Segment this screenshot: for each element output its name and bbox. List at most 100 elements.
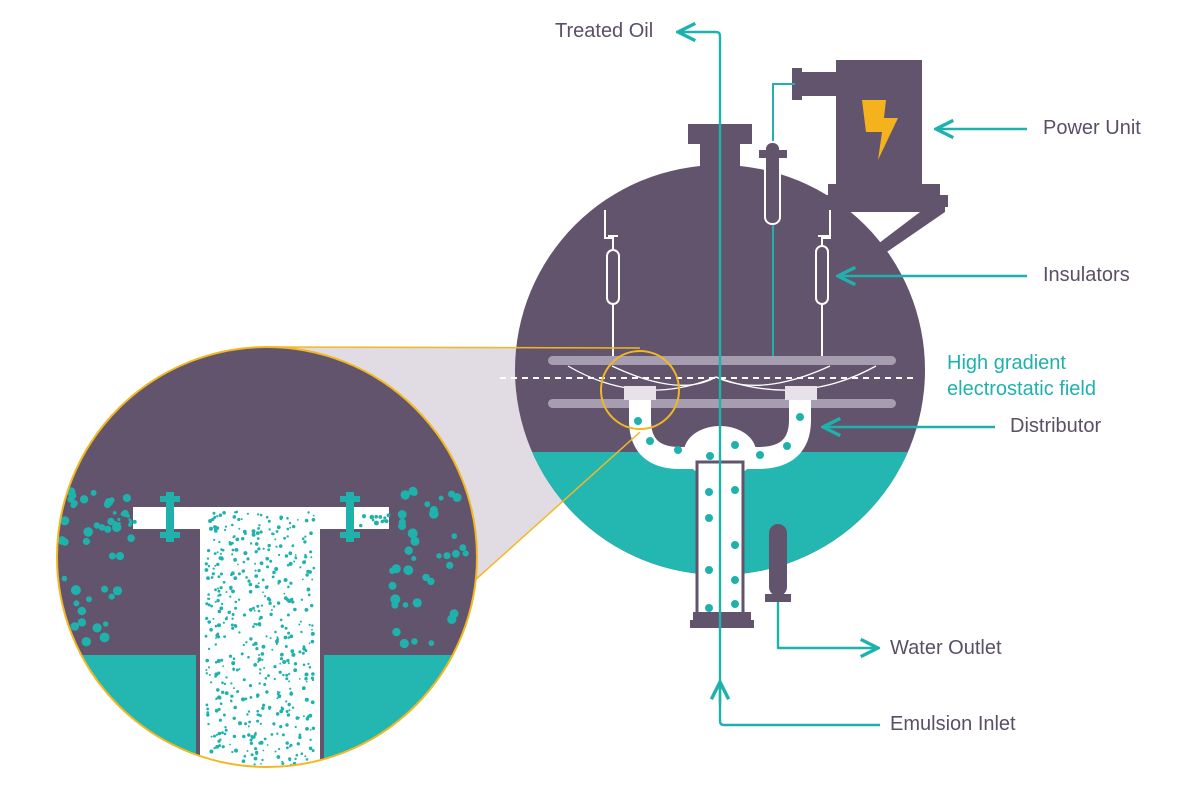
droplet [285, 723, 289, 727]
label-treated-oil: Treated Oil [555, 20, 654, 42]
droplet [229, 743, 232, 746]
droplet [260, 604, 263, 607]
droplet [255, 623, 258, 626]
droplet [204, 634, 208, 638]
droplet [436, 553, 442, 559]
droplet [311, 578, 314, 581]
droplet [99, 632, 110, 643]
droplet [225, 591, 228, 593]
droplet [238, 721, 242, 726]
droplet [412, 598, 422, 608]
droplet [240, 652, 244, 656]
droplet [213, 525, 217, 529]
droplet [207, 603, 211, 607]
droplet [245, 641, 248, 644]
droplet [248, 608, 253, 612]
droplet [277, 690, 279, 693]
droplet [207, 593, 210, 596]
droplet [115, 552, 125, 561]
droplet [308, 642, 311, 645]
droplet [265, 515, 269, 519]
label-insulators: Insulators [1043, 264, 1130, 286]
droplet [286, 517, 289, 520]
droplet [235, 537, 240, 542]
droplet [371, 518, 375, 522]
droplet [223, 732, 227, 736]
droplet [248, 720, 252, 724]
droplet [101, 585, 109, 593]
droplet [274, 538, 277, 541]
droplet [307, 593, 311, 597]
droplet [77, 618, 87, 627]
droplet [207, 647, 211, 651]
droplet [271, 532, 274, 536]
droplet [231, 589, 235, 594]
droplet [429, 509, 439, 519]
droplet [222, 713, 226, 717]
droplet [288, 709, 291, 712]
droplet [217, 587, 219, 590]
droplet [261, 644, 266, 649]
droplet [287, 585, 290, 589]
droplet [286, 613, 290, 617]
droplet [60, 516, 70, 526]
droplet [218, 718, 222, 722]
droplet [266, 585, 269, 588]
droplet [304, 555, 308, 559]
droplet [258, 654, 260, 656]
droplet [229, 587, 232, 591]
droplet [206, 762, 210, 765]
droplet [230, 694, 234, 698]
droplet [304, 518, 309, 523]
droplet [206, 557, 210, 560]
droplet [258, 524, 261, 527]
droplet [61, 575, 68, 582]
droplet [249, 637, 253, 641]
droplet [282, 660, 287, 664]
droplet [215, 697, 218, 700]
droplet [276, 732, 279, 735]
droplet [281, 762, 285, 765]
droplet [311, 672, 315, 676]
droplet [296, 519, 299, 521]
lightning-bolt-icon [862, 100, 898, 160]
droplet [238, 527, 241, 530]
droplet [225, 616, 228, 619]
droplet [257, 513, 260, 516]
droplet [276, 755, 281, 759]
droplet [220, 572, 223, 576]
droplet [218, 540, 221, 544]
droplet [261, 758, 264, 762]
droplet [265, 635, 268, 638]
droplet [312, 566, 316, 570]
droplet [219, 738, 222, 741]
droplet [232, 668, 235, 672]
droplet [388, 581, 397, 590]
droplet [206, 713, 210, 717]
droplet [305, 716, 310, 721]
droplet [251, 532, 256, 537]
droplet [251, 529, 256, 534]
droplet [218, 513, 223, 517]
droplet [219, 586, 223, 590]
droplet [438, 495, 444, 501]
droplet [216, 659, 221, 663]
droplet [79, 495, 89, 504]
droplet [304, 608, 309, 612]
droplet [218, 593, 222, 597]
droplet [263, 737, 267, 741]
droplet [295, 557, 298, 560]
droplet [277, 694, 282, 699]
droplet [70, 585, 81, 596]
droplet [285, 741, 289, 745]
droplet [233, 558, 238, 562]
droplet [274, 567, 279, 571]
droplet [267, 543, 271, 548]
droplet [288, 551, 293, 556]
droplet [206, 576, 210, 580]
droplet [222, 665, 225, 668]
droplet [257, 660, 260, 663]
droplet [304, 535, 307, 538]
droplet [206, 707, 210, 711]
droplet [449, 609, 459, 618]
